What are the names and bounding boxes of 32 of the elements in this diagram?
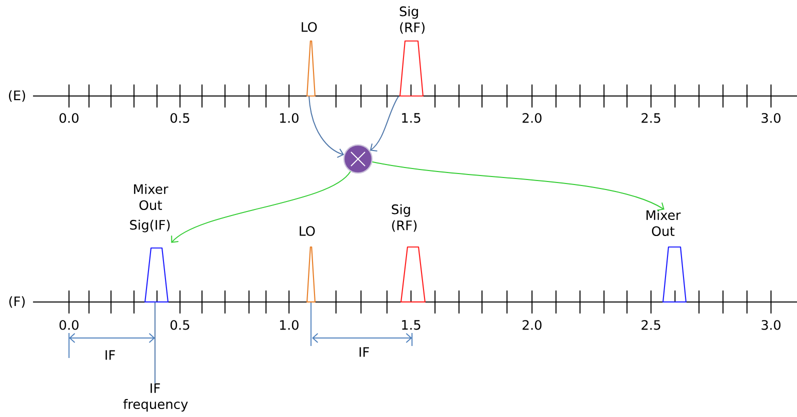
tick-label: 2.5 xyxy=(642,113,660,123)
dimension-label: IF xyxy=(106,350,115,360)
tick-label: 0.5 xyxy=(170,320,190,330)
signal-label: Mixer Out xyxy=(646,210,681,236)
tick-label: 2.0 xyxy=(522,320,542,330)
signal-label: Sig(IF) xyxy=(130,220,170,232)
tick-label: 0.0 xyxy=(60,113,78,123)
tick-label: 2.5 xyxy=(642,320,660,330)
curved-arrow xyxy=(372,161,664,211)
tick-label: 1.0 xyxy=(280,320,298,330)
tick-label: 1.0 xyxy=(280,113,298,123)
signal-label: LO xyxy=(302,22,317,32)
signal-label: LO xyxy=(300,226,315,236)
curved-arrow xyxy=(370,96,400,152)
dimension-label: IF xyxy=(360,347,369,357)
curved-arrow xyxy=(308,96,344,158)
axis-label: (F) xyxy=(9,296,25,308)
tick-label: 2.0 xyxy=(522,113,542,123)
tick-label: 3.0 xyxy=(762,320,780,330)
tick-label: 1.5 xyxy=(402,320,420,330)
tick-label: 0.5 xyxy=(170,113,190,123)
mixer-symbol xyxy=(343,144,373,174)
tick-label: 1.5 xyxy=(402,113,420,123)
curved-arrow xyxy=(171,170,351,243)
signal-label: Sig (RF) xyxy=(400,6,425,34)
annotation-text: IF frequency xyxy=(123,383,188,412)
signal-label: Mixer Out xyxy=(134,184,168,210)
axis-label: (E) xyxy=(8,90,26,102)
signal-label: Sig (RF) xyxy=(392,204,417,232)
leader-line xyxy=(154,302,156,384)
tick-label: 0.0 xyxy=(60,320,78,330)
tick-label: 3.0 xyxy=(762,113,780,123)
